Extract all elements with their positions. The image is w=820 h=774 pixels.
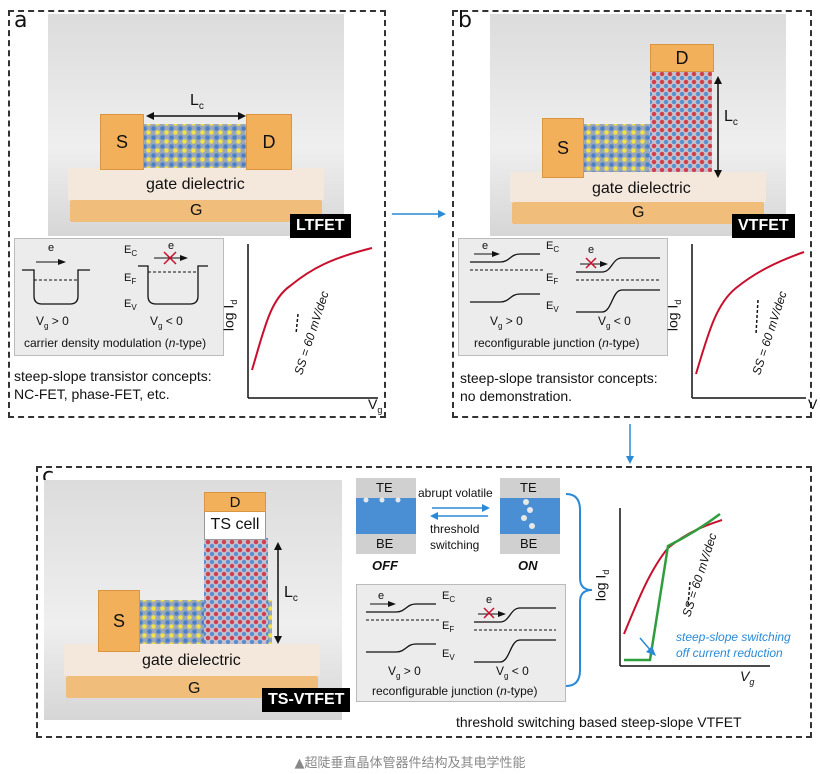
panel-a-gate-label: G bbox=[190, 202, 203, 219]
panel-c-note-2: off current reduction bbox=[676, 646, 783, 660]
panel-b-label: b bbox=[458, 8, 472, 33]
panel-c-ts-on-te bbox=[500, 478, 560, 498]
panel-a-plot-xlabel: Vg bbox=[368, 396, 383, 415]
arrow-a-to-b bbox=[392, 210, 446, 218]
panel-c-on-label: ON bbox=[518, 558, 538, 573]
panel-b-iv-plot bbox=[691, 244, 806, 399]
panel-c-vertical-channel bbox=[204, 538, 268, 644]
panel-c-source-contact: S bbox=[98, 590, 140, 652]
panel-c-length-arrow bbox=[274, 542, 282, 644]
panel-c-brace bbox=[565, 493, 593, 687]
panel-c-ts-cell: TS cell bbox=[204, 510, 266, 540]
panel-c-switch-line2: threshold bbox=[430, 522, 480, 536]
panel-c-condition-1: Vg > 0 bbox=[388, 664, 421, 681]
panel-a-2d-channel bbox=[140, 124, 250, 168]
panel-c-ts-on-be bbox=[500, 534, 560, 554]
panel-b-gate-label: G bbox=[632, 204, 645, 221]
panel-a-plot-ylabel: log Id bbox=[220, 299, 240, 332]
panel-c-condition-2: Vg < 0 bbox=[496, 664, 529, 681]
panel-b-gate-layer bbox=[512, 202, 764, 224]
panel-a-length-arrow bbox=[146, 112, 246, 120]
panel-c-dielectric-label: gate dielectric bbox=[142, 652, 241, 669]
panel-a-electron-label-1: e bbox=[48, 242, 55, 254]
panel-a-band-diagram bbox=[14, 238, 224, 356]
panel-c-tag: TS-VTFET bbox=[262, 688, 351, 712]
panel-c-note-1: steep-slope switching bbox=[676, 630, 791, 644]
panel-c-plot-xlabel: Vg bbox=[740, 668, 755, 687]
panel-c-ts-off-te bbox=[356, 478, 416, 498]
panel-a-red-curve bbox=[251, 247, 373, 371]
panel-c-plot-ylabel: log Id bbox=[592, 569, 612, 602]
panel-c-off-label: OFF bbox=[372, 558, 398, 573]
panel-c-gate-label: G bbox=[188, 680, 201, 697]
panel-b-band-caption: reconfigurable junction (n-type) bbox=[474, 336, 640, 350]
panel-c-band-lines bbox=[366, 601, 556, 663]
panel-c-bottom-caption: threshold switching based steep-slope VT… bbox=[456, 714, 742, 730]
panel-a-length-label: Lc bbox=[190, 92, 204, 113]
panel-c-ts-off-be bbox=[356, 534, 416, 554]
panel-b-length-label: Lc bbox=[724, 108, 738, 129]
panel-c-switch-line1: abrupt volatile bbox=[418, 486, 493, 500]
panel-a-condition-1: Vg > 0 bbox=[36, 314, 69, 331]
figure-caption: ▲超陡垂直晶体管器件结构及其电学性能 bbox=[294, 756, 526, 771]
panel-b-length-arrow bbox=[714, 76, 722, 178]
panel-b-electron-label-2: e bbox=[588, 244, 595, 256]
panel-c-on-filament bbox=[363, 497, 535, 529]
panel-b-electron-label-1: e bbox=[482, 240, 489, 252]
panel-a-dielectric-label: gate dielectric bbox=[146, 176, 245, 193]
panel-a-band-caption: carrier density modulation (n-type) bbox=[24, 336, 207, 350]
panel-c-off-be-label: BE bbox=[376, 536, 394, 551]
panel-a-ev-label: EV bbox=[124, 298, 137, 313]
panel-a-ec-label: EC bbox=[124, 244, 138, 259]
panel-a-electron-label-2: e bbox=[168, 240, 175, 252]
panel-b-plot-xlabel: V bbox=[808, 396, 818, 412]
panel-b-ec-label: EC bbox=[546, 240, 560, 255]
panel-b-box bbox=[452, 10, 812, 418]
panel-a-iv-plot bbox=[247, 244, 378, 399]
panel-c-gate-layer bbox=[66, 676, 318, 698]
panel-a-ef-label: EF bbox=[124, 272, 137, 287]
panel-a-concepts-1: steep-slope transistor concepts: bbox=[14, 368, 212, 384]
panel-c-length-label: Lc bbox=[284, 584, 298, 605]
panel-c-off-te-label: TE bbox=[376, 480, 393, 495]
panel-b-source-contact: S bbox=[542, 118, 584, 178]
panel-c-on-te-label: TE bbox=[520, 480, 537, 495]
panel-c-drain-contact: D bbox=[204, 492, 266, 512]
arrow-b-to-c bbox=[626, 424, 634, 464]
panel-a-tag: LTFET bbox=[290, 214, 351, 238]
panel-a-gate-layer bbox=[70, 200, 322, 222]
panel-a-concepts-2: NC-FET, phase-FET, etc. bbox=[14, 386, 170, 402]
panel-b-tag: VTFET bbox=[732, 214, 795, 238]
panel-a-band-lines bbox=[22, 251, 208, 305]
panel-b-red-curve bbox=[695, 251, 805, 375]
panel-c-iv-plot bbox=[619, 508, 770, 667]
panel-a-drain-contact: D bbox=[246, 114, 292, 170]
panel-b-band-lines bbox=[470, 251, 660, 313]
panel-b-plot-ylabel: log Id bbox=[664, 299, 684, 332]
panel-c-ec-label: EC bbox=[442, 590, 456, 605]
panel-c-electron-label-1: e bbox=[378, 590, 385, 602]
panel-b-dielectric-label: gate dielectric bbox=[592, 180, 691, 197]
panel-c-on-be-label: BE bbox=[520, 536, 538, 551]
panel-b-vertical-channel bbox=[650, 70, 712, 172]
panel-c-electron-label-2: e bbox=[486, 594, 493, 606]
panel-b-condition-2: Vg < 0 bbox=[598, 314, 631, 331]
panel-c-switch-line3: switching bbox=[430, 538, 480, 552]
panel-b-concepts-2: no demonstration. bbox=[460, 388, 573, 404]
panel-c-green-curve bbox=[624, 512, 721, 662]
panel-a-label: a bbox=[14, 8, 28, 33]
panel-a-condition-2: Vg < 0 bbox=[150, 314, 183, 331]
panel-b-ev-label: EV bbox=[546, 300, 559, 315]
panel-c-band-caption: reconfigurable junction (n-type) bbox=[372, 684, 538, 698]
panel-b-concepts-1: steep-slope transistor concepts: bbox=[460, 370, 658, 386]
panel-c-ef-label: EF bbox=[442, 620, 455, 635]
panel-a-source-contact: S bbox=[100, 114, 144, 170]
panel-a-dielectric-layer bbox=[68, 168, 324, 200]
panel-b-ef-label: EF bbox=[546, 272, 559, 287]
panel-c-box bbox=[36, 466, 812, 738]
panel-a bbox=[8, 10, 386, 418]
panel-b-drain-contact: D bbox=[650, 44, 714, 72]
panel-b-condition-1: Vg > 0 bbox=[490, 314, 523, 331]
panel-c-ev-label: EV bbox=[442, 648, 455, 663]
